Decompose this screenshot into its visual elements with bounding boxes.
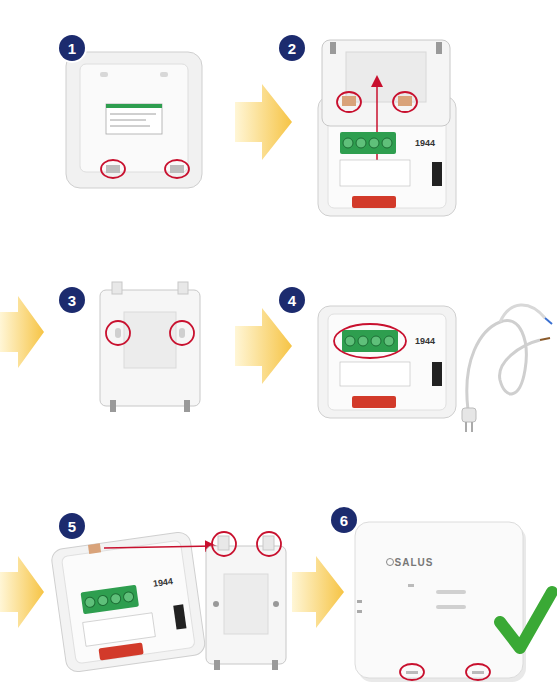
step-number: 5 <box>68 519 76 534</box>
step-number: 2 <box>288 41 296 56</box>
step-number-circle: 4 <box>279 287 305 313</box>
step-number-circle: 1 <box>59 35 85 61</box>
step-number: 1 <box>68 41 76 56</box>
step-number: 6 <box>340 513 348 528</box>
brand-logo-text: SALUS <box>395 558 434 568</box>
step-number: 4 <box>288 293 296 308</box>
model-number: 1944 <box>415 139 435 148</box>
step-number: 3 <box>68 293 76 308</box>
step-number-circle: 3 <box>59 287 85 313</box>
step-number-circle: 6 <box>331 507 357 533</box>
step-number-circle: 2 <box>279 35 305 61</box>
step-number-circle: 5 <box>59 513 85 539</box>
model-number: 1944 <box>415 337 435 346</box>
